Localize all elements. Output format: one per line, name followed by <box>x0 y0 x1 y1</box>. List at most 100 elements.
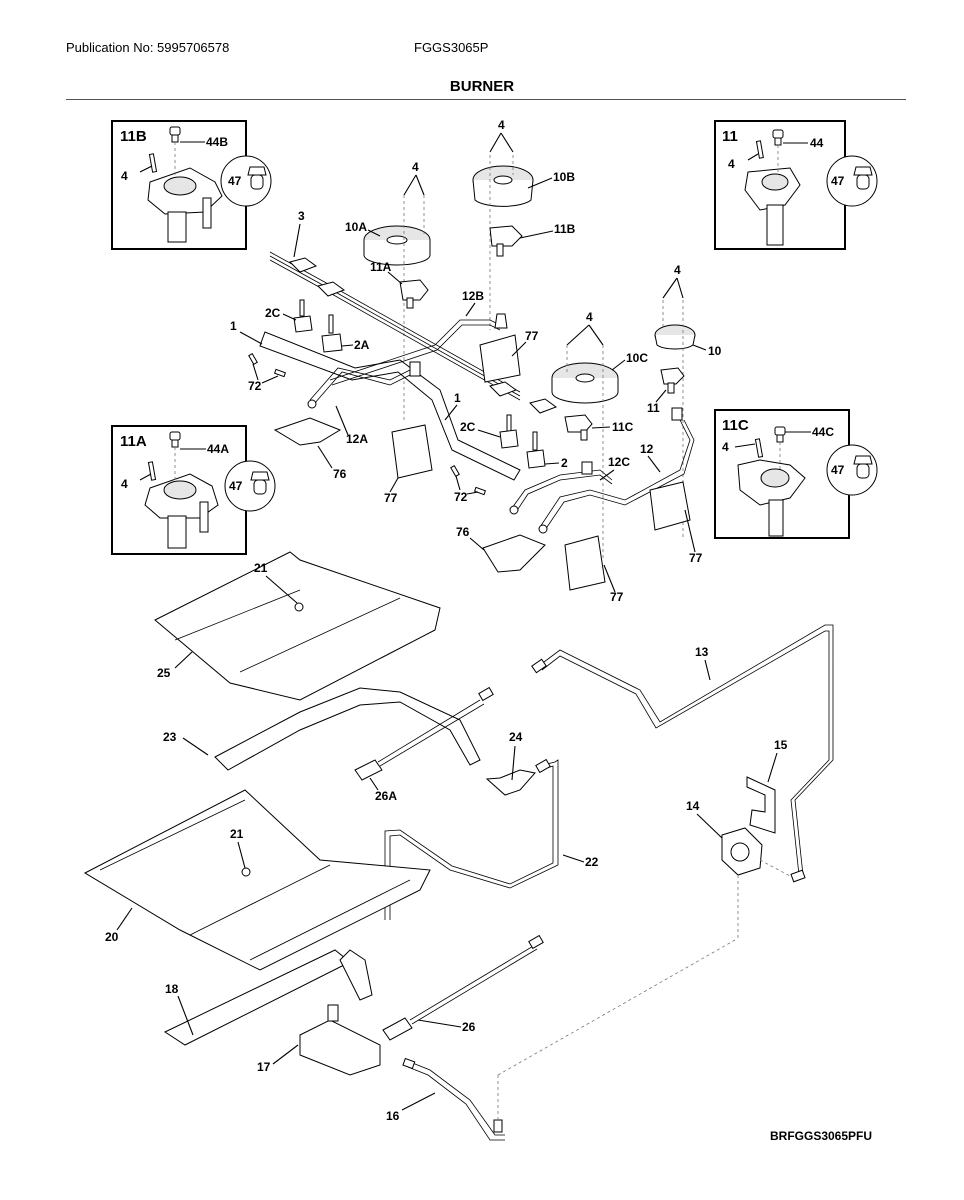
screw-72-icon <box>450 464 460 478</box>
callout-12a: 12A <box>346 432 368 446</box>
callout-4: 4 <box>498 118 505 132</box>
tube-13 <box>531 624 834 883</box>
callout-26: 26 <box>462 1020 476 1034</box>
callout-21: 21 <box>254 561 268 575</box>
screw-icon <box>755 140 764 159</box>
callout-4: 4 <box>412 160 419 174</box>
callout-screw: 4 <box>722 440 729 454</box>
inset-title: 11C <box>722 417 749 434</box>
manifold-pipe-1 <box>259 331 521 481</box>
callout-12c: 12C <box>608 455 630 469</box>
bracket-76-left <box>273 417 342 446</box>
bake-burner-18 <box>163 949 373 1046</box>
valve-2a <box>321 314 343 353</box>
bracket-15 <box>746 776 776 834</box>
ignition-harness-3 <box>269 251 558 414</box>
callout-22: 22 <box>585 855 599 869</box>
callout-15: 15 <box>774 738 788 752</box>
bracket-77-b <box>391 424 433 479</box>
tube-12a <box>307 361 421 409</box>
callout-16: 16 <box>386 1109 400 1123</box>
inset-title: 11 <box>722 128 738 145</box>
callout-2a: 2A <box>354 338 370 352</box>
burner-10a <box>363 225 431 266</box>
inset-11a: 11A 44A 4 47 <box>111 425 276 555</box>
screw-icon <box>147 461 157 481</box>
bracket-77-d <box>649 481 691 531</box>
safety-valve-17 <box>299 1004 381 1076</box>
cap-screw-icon <box>169 431 181 448</box>
bracket-77-c <box>564 535 606 591</box>
callout-11: 11 <box>647 401 660 415</box>
tube-12c <box>509 461 613 515</box>
valve-2c-right <box>499 414 519 449</box>
callout-10c: 10C <box>626 351 648 365</box>
callout-26a: 26A <box>375 789 397 803</box>
callout-orifice: 47 <box>831 463 845 477</box>
bracket-77-a <box>479 334 521 383</box>
callout-10: 10 <box>708 344 722 358</box>
igniter-26 <box>382 934 544 1041</box>
screw-icon <box>148 153 158 173</box>
leader-line <box>403 174 417 196</box>
callout-4: 4 <box>586 310 593 324</box>
callout-cap: 44 <box>810 136 824 150</box>
baffle-25 <box>154 551 441 701</box>
valve-2 <box>526 431 546 469</box>
burner-head-11b <box>489 225 523 257</box>
orifice-icon <box>853 455 873 479</box>
inset-title: 11B <box>120 128 147 145</box>
burner-10 <box>654 324 696 350</box>
inset-title: 11A <box>120 433 147 450</box>
burner-head-drawing <box>144 473 219 549</box>
orifice-icon <box>247 166 267 190</box>
baffle-20 <box>83 789 431 971</box>
inset-11c: 11C 44C 4 47 <box>714 409 878 539</box>
burner-head-drawing <box>147 167 223 243</box>
callout-orifice: 47 <box>831 174 845 188</box>
callout-24: 24 <box>509 730 523 744</box>
callout-10b: 10B <box>553 170 575 184</box>
burner-10b <box>472 165 534 207</box>
callout-cap: 44A <box>207 442 229 456</box>
burner-head-drawing <box>744 167 801 246</box>
tube-16 <box>402 1057 505 1141</box>
tube-12b <box>329 313 508 386</box>
callout-13: 13 <box>695 645 709 659</box>
cap-screw-icon <box>169 126 181 143</box>
callout-orifice: 47 <box>229 479 243 493</box>
callout-2: 2 <box>561 456 568 470</box>
screw-icon <box>754 438 764 458</box>
screw-72-icon <box>473 486 487 496</box>
callout-77: 77 <box>384 491 398 505</box>
callout-screw: 4 <box>121 477 128 491</box>
callout-18: 18 <box>165 982 179 996</box>
pressure-regulator-14 <box>721 827 763 876</box>
screw-72-icon <box>273 368 287 378</box>
callout-orifice: 47 <box>228 174 242 188</box>
callout-cap: 44B <box>206 135 228 149</box>
bracket-76-right <box>482 534 546 573</box>
orifice-icon <box>853 166 873 190</box>
callout-72: 72 <box>248 379 262 393</box>
bracket-77-e <box>650 482 690 530</box>
nut-21-icon <box>294 602 304 612</box>
inset-11: 11 44 4 47 <box>714 120 878 250</box>
callout-screw: 4 <box>728 157 735 171</box>
burner-head-11a <box>399 279 429 309</box>
callout-77: 77 <box>689 551 703 565</box>
igniter-26a <box>354 686 494 781</box>
orifice-holder-24 <box>485 769 536 796</box>
burner-10c <box>551 362 619 404</box>
callout-3: 3 <box>298 209 305 223</box>
callout-1: 1 <box>454 391 461 405</box>
tube-12 <box>538 407 695 534</box>
callout-76: 76 <box>333 467 347 481</box>
tube-22 <box>384 758 559 920</box>
callout-77: 77 <box>525 329 539 343</box>
callout-25: 25 <box>157 666 171 680</box>
callout-11a: 11A <box>370 260 392 274</box>
callout-2c: 2C <box>460 420 476 434</box>
callout-76: 76 <box>456 525 470 539</box>
